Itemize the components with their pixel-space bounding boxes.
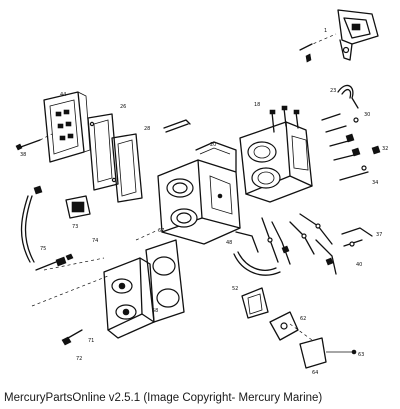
callout-labels: 1 44 38 73 74 75 67 58 71 72 18 23 30 32… [20,28,388,376]
svg-text:37: 37 [376,232,382,238]
throttle-linkage [235,213,373,275]
svg-text:44: 44 [60,92,66,98]
svg-text:1: 1 [324,28,327,34]
cylinder-block-lower [103,257,155,339]
svg-text:64: 64 [312,370,318,376]
svg-text:62: 62 [300,316,306,322]
svg-text:32: 32 [382,146,388,152]
svg-text:73: 73 [72,224,78,230]
image-caption: MercuryPartsOnline v2.5.1 (Image Copyrig… [4,392,323,404]
svg-text:63: 63 [358,352,364,358]
reed-block [65,195,91,219]
svg-text:72: 72 [76,356,82,362]
svg-text:23: 23 [330,88,336,94]
svg-text:34: 34 [372,180,378,186]
svg-text:71: 71 [88,338,94,344]
svg-text:28: 28 [144,126,150,132]
cover-plate-left [43,91,91,163]
crankcase-block [157,141,241,245]
svg-text:30: 30 [364,112,370,118]
head-gasket [145,239,185,323]
bracket-lower-right [241,287,357,369]
gasket-plate-2 [111,133,143,203]
gasket-plate [87,113,119,191]
svg-text:18: 18 [254,102,260,108]
exploded-parts-diagram: 1 44 38 73 74 75 67 58 71 72 18 23 30 32… [15,9,388,376]
svg-text:75: 75 [40,246,46,252]
cylinder-housing-right [239,121,313,203]
mounting-bracket [337,9,379,61]
svg-text:74: 74 [92,238,98,244]
svg-text:67: 67 [158,228,164,234]
svg-text:58: 58 [152,308,158,314]
svg-text:38: 38 [20,152,26,158]
svg-text:20: 20 [210,142,216,148]
svg-text:26: 26 [120,104,126,110]
svg-text:48: 48 [226,240,232,246]
svg-text:40: 40 [356,262,362,268]
svg-text:52: 52 [232,286,238,292]
bolt-cluster-right [321,113,381,181]
